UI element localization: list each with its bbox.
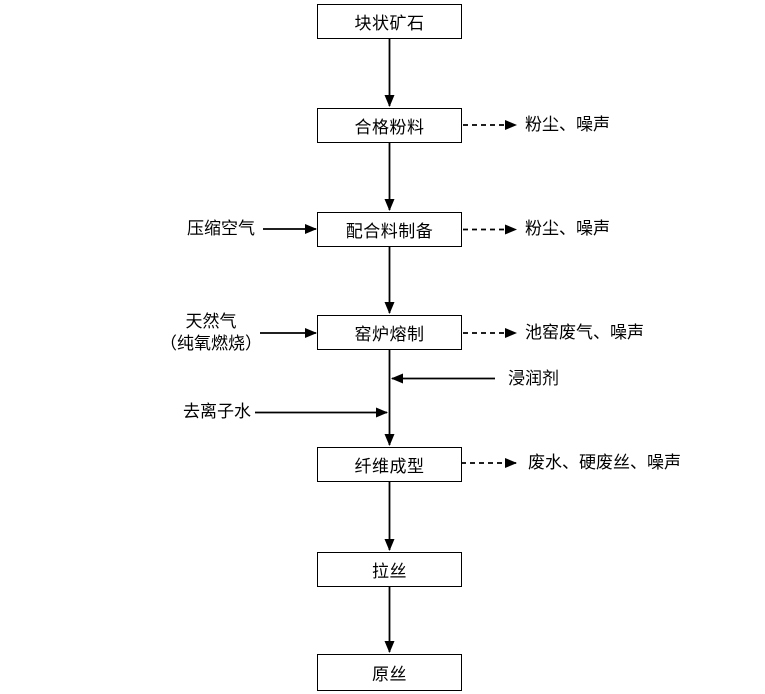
emission-label-dust-noise-1: 粉尘、噪声 [525, 115, 610, 135]
emission-label-wastewater-waste-noise: 废水、硬废丝、噪声 [528, 453, 681, 473]
box-kiln-melting: 窑炉熔制 [317, 315, 462, 350]
input-label-sizing-agent: 浸润剂 [508, 369, 559, 389]
box-raw-strand: 原丝 [317, 654, 462, 691]
input-label-natural-gas-line1: 天然气 [185, 312, 237, 332]
box-qualified-powder: 合格粉料 [317, 108, 462, 143]
emission-label-dust-noise-2: 粉尘、噪声 [525, 219, 610, 239]
box-fiber-forming: 纤维成型 [317, 447, 462, 482]
emission-label-kiln-exhaust-noise: 池窑废气、噪声 [525, 323, 644, 343]
box-block-ore: 块状矿石 [317, 4, 462, 39]
box-batch-preparation: 配合料制备 [317, 212, 462, 247]
input-label-natural-gas: 天然气 （纯氧燃烧） [151, 311, 271, 355]
input-label-natural-gas-line2: （纯氧燃烧） [160, 334, 262, 354]
input-label-compressed-air: 压缩空气 [187, 219, 255, 239]
input-label-deionized-water: 去离子水 [183, 402, 251, 422]
box-drawing: 拉丝 [317, 552, 462, 587]
